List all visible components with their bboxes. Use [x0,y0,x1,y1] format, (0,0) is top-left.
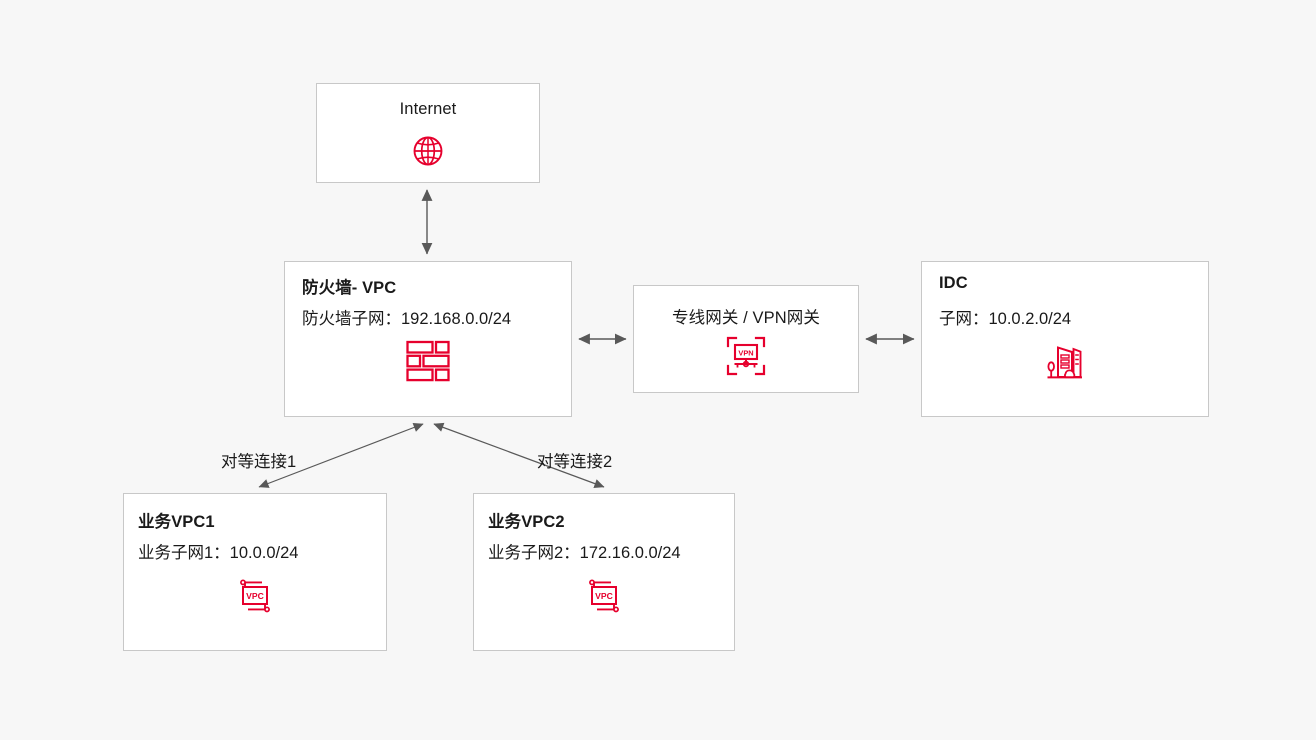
idc-datacenter-icon [1047,346,1082,379]
firewall-brick-icon [406,340,450,382]
vpc-icon-label: VPC [246,591,264,601]
node-firewall-vpc-title: 防火墙- VPC [302,279,397,297]
node-business-vpc1[interactable]: 业务VPC1 业务子网1：10.0.0/24 VPC [123,493,387,651]
node-business-vpc2[interactable]: 业务VPC2 业务子网2：172.16.0.0/24 VPC [473,493,735,651]
vpn-gateway-icon: VPN [726,336,766,376]
node-firewall-vpc[interactable]: 防火墙- VPC 防火墙子网：192.168.0.0/24 [284,261,572,417]
node-idc-title: IDC [939,274,968,292]
edge-label-peering-2: 对等连接2 [537,453,613,471]
node-internet[interactable]: Internet [316,83,540,183]
node-business-vpc2-title: 业务VPC2 [488,513,565,531]
node-idc-subnet: 子网：10.0.2.0/24 [939,310,1072,328]
node-gateway[interactable]: 专线网关 / VPN网关 VPN [633,285,859,393]
node-idc[interactable]: IDC 子网：10.0.2.0/24 [921,261,1209,417]
node-business-vpc1-icon-wrap: VPC [124,576,386,616]
node-business-vpc1-title: 业务VPC1 [138,513,215,531]
node-business-vpc1-subnet: 业务子网1：10.0.0/24 [138,544,299,562]
vpn-gateway-icon-label: VPN [738,348,753,357]
globe-icon [413,136,443,166]
node-gateway-title: 专线网关 / VPN网关 [672,309,820,327]
node-business-vpc2-subnet: 业务子网2：172.16.0.0/24 [488,544,681,562]
node-business-vpc2-icon-wrap: VPC [474,576,734,616]
node-internet-title: Internet [399,100,457,118]
edge-label-peering-1: 对等连接1 [221,453,297,471]
node-idc-icon-wrap [922,340,1208,382]
node-gateway-icon-wrap: VPN [634,336,858,376]
node-firewall-vpc-subnet: 防火墙子网：192.168.0.0/24 [302,310,512,328]
vpc-icon: VPC [240,579,270,613]
vpc-icon-label: VPC [595,591,613,601]
node-internet-icon-wrap [317,132,539,170]
node-firewall-icon-wrap [285,340,571,382]
vpc-icon: VPC [589,579,619,613]
